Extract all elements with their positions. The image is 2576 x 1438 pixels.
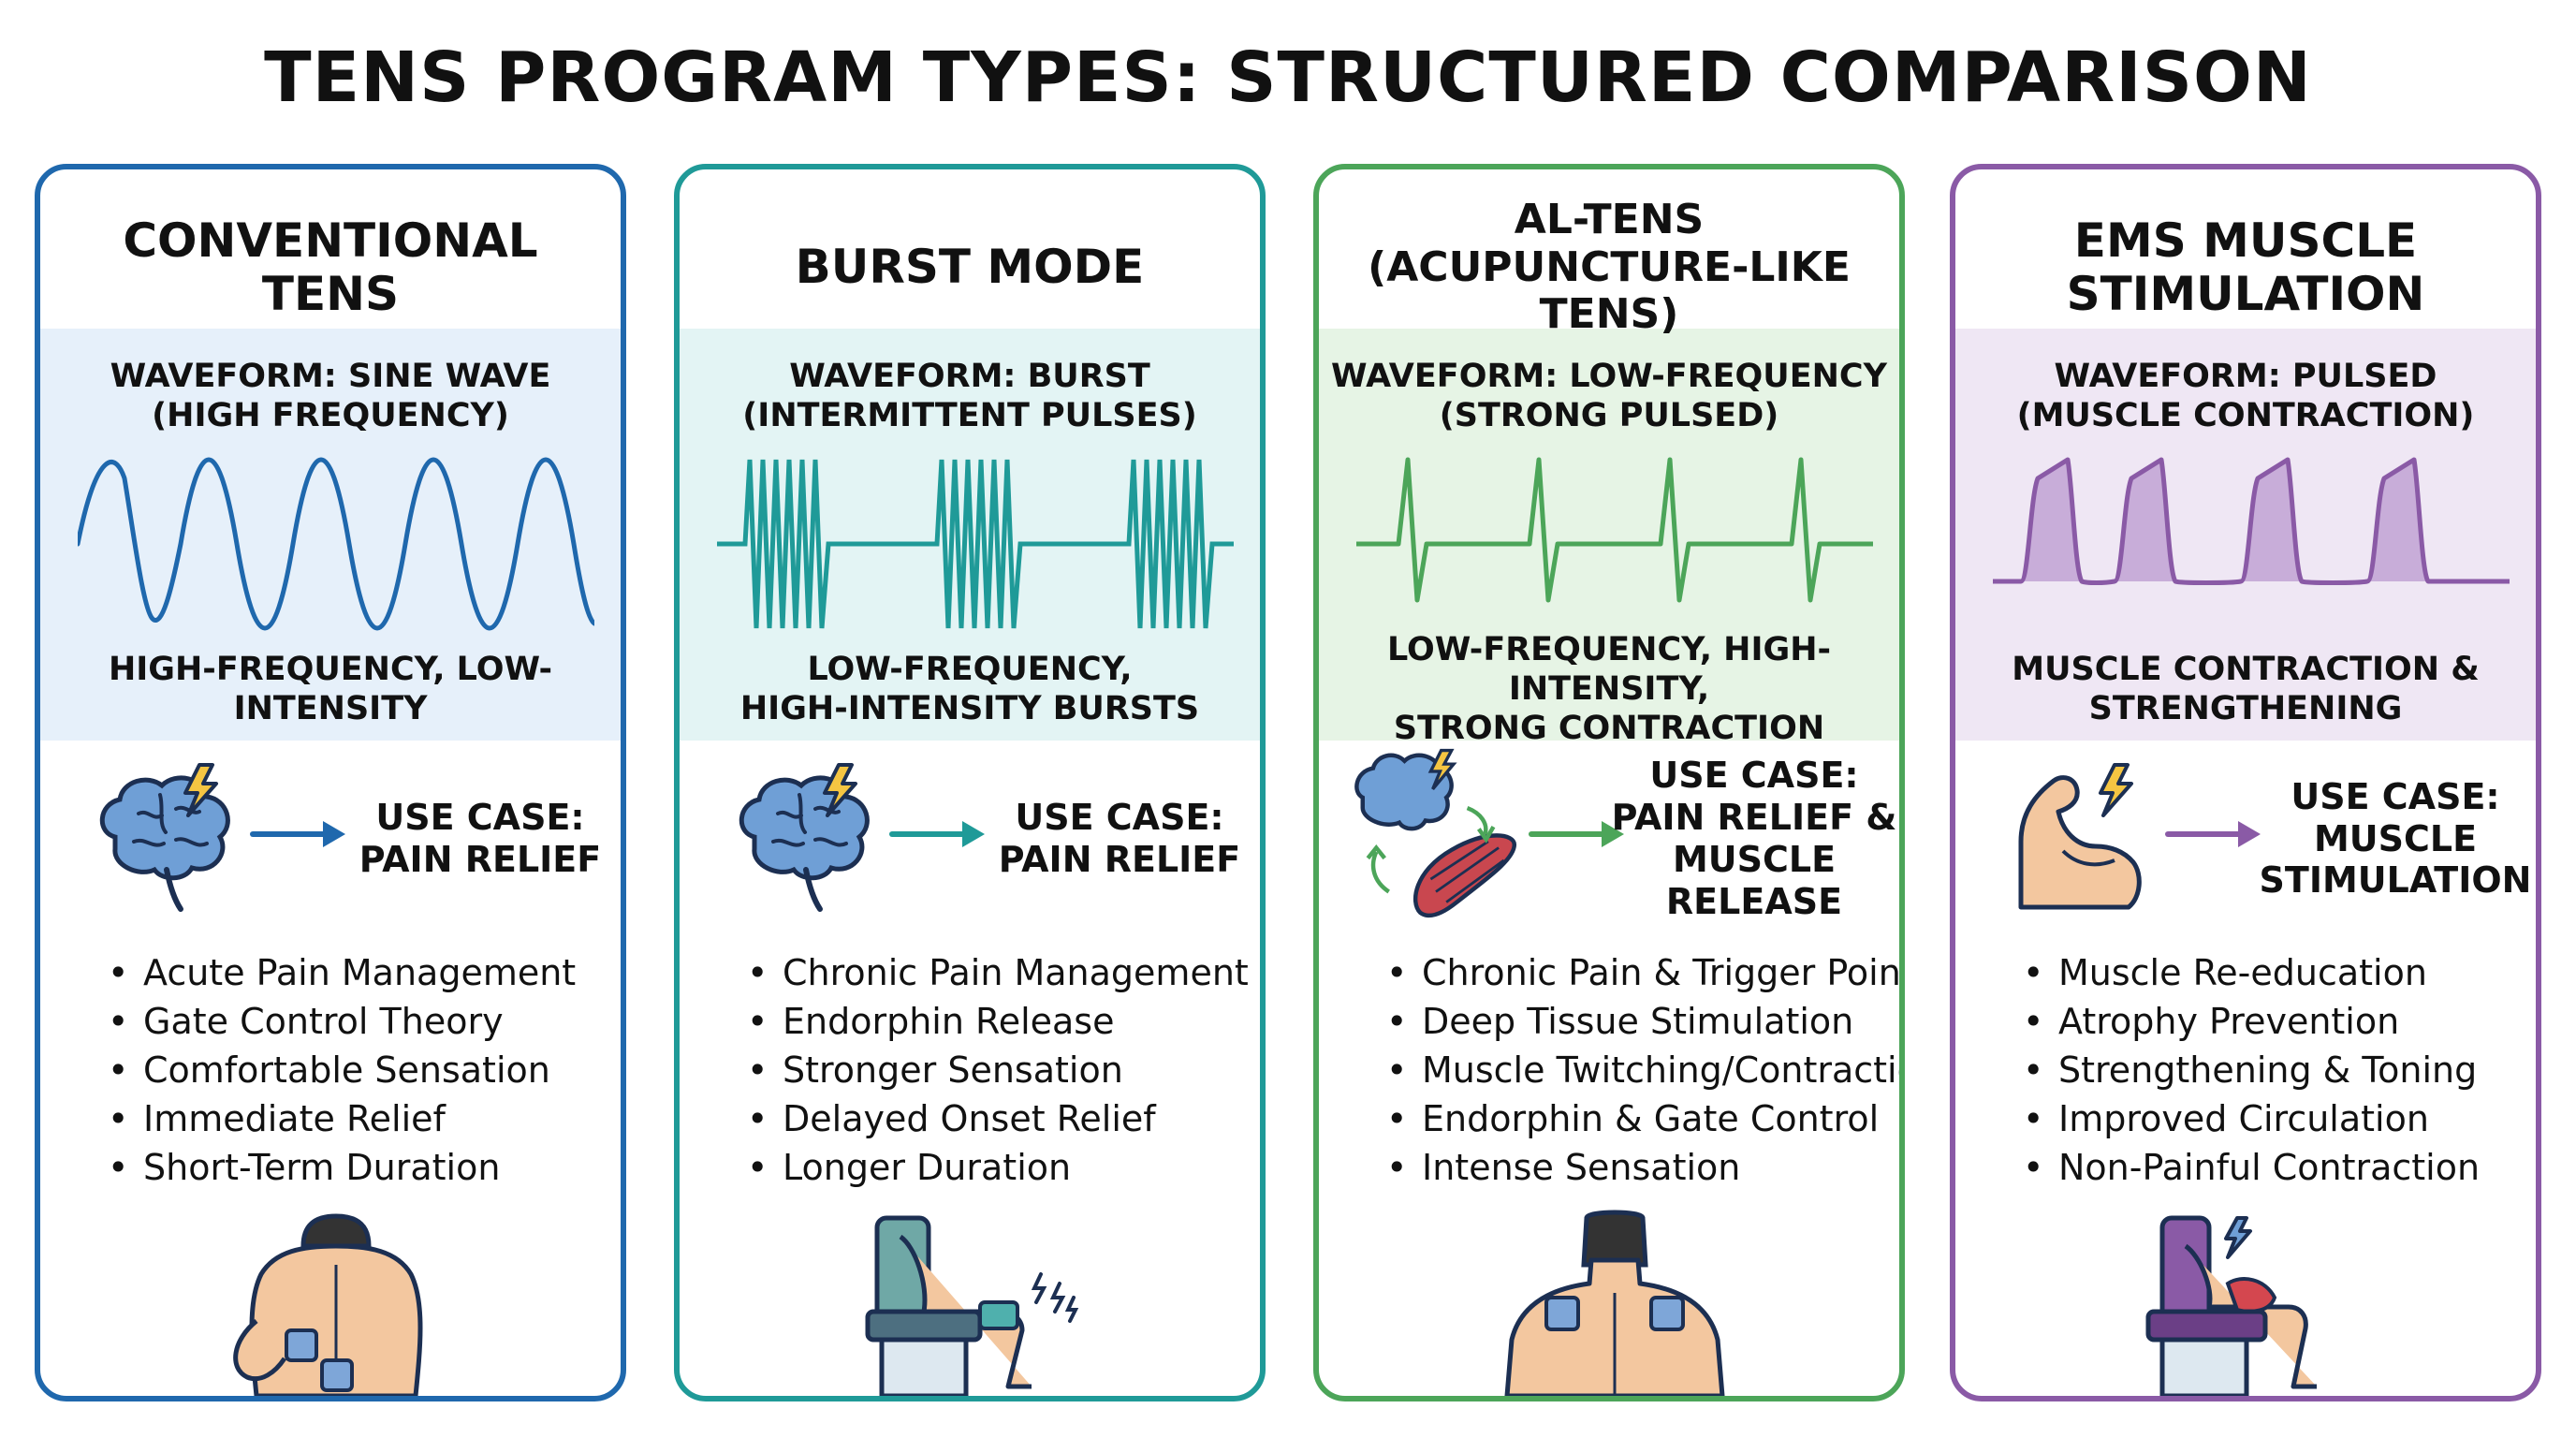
- seated-knee-electrodes-illustration: [865, 1215, 1079, 1396]
- list-item: Delayed Onset Relief: [736, 1094, 1260, 1143]
- benefit-list: Muscle Re-education Atrophy Prevention S…: [2012, 948, 2536, 1192]
- list-item: Endorphin Release: [736, 997, 1260, 1046]
- flexed-bicep-lightning-icon: [2018, 763, 2142, 910]
- use-case-label: USE CASE: PAIN RELIEF: [998, 797, 1241, 880]
- benefit-list: Chronic Pain & Trigger Points Deep Tissu…: [1375, 948, 1899, 1192]
- list-item: Muscle Twitching/Contraction: [1375, 1046, 1899, 1094]
- brain-lightning-icon: [99, 763, 230, 912]
- card-title: AL-TENS (ACUPUNCTURE-LIKE TENS): [1368, 196, 1851, 339]
- burst-waveform-icon: [717, 459, 1234, 629]
- list-item: Deep Tissue Stimulation: [1375, 997, 1899, 1046]
- waveform-label: WAVEFORM: PULSED (MUSCLE CONTRACTION): [2016, 358, 2475, 434]
- use-case-label: USE CASE: PAIN RELIEF: [359, 797, 602, 880]
- waveform-band: [1319, 329, 1899, 741]
- waveform-band: [40, 329, 621, 741]
- waveform-label: WAVEFORM: BURST (INTERMITTENT PULSES): [742, 358, 1197, 434]
- list-item: Muscle Re-education: [2012, 948, 2536, 997]
- card-title: CONVENTIONAL TENS: [123, 213, 538, 321]
- pulsed-waveform-icon: [1993, 457, 2510, 585]
- list-item: Chronic Pain Management: [736, 948, 1260, 997]
- benefit-list: Chronic Pain Management Endorphin Releas…: [736, 948, 1260, 1192]
- characteristic-label: MUSCLE CONTRACTION & STRENGTHENING: [2012, 651, 2480, 727]
- arrow-right-icon: [889, 821, 985, 847]
- list-item: Immediate Relief: [96, 1094, 621, 1143]
- card-conventional-tens: CONVENTIONAL TENS WAVEFORM: SINE WAVE (H…: [35, 164, 626, 1401]
- list-item: Improved Circulation: [2012, 1094, 2536, 1143]
- characteristic-label: LOW-FREQUENCY, HIGH-INTENSITY, STRONG CO…: [1386, 631, 1832, 747]
- shoulder-electrodes-illustration: [1504, 1210, 1725, 1396]
- card-title: EMS MUSCLE STIMULATION: [2066, 213, 2425, 321]
- characteristic-label: HIGH-FREQUENCY, LOW-INTENSITY: [108, 651, 553, 727]
- card-burst-mode: BURST MODE WAVEFORM: BURST (INTERMITTENT…: [674, 164, 1266, 1401]
- use-case-label: USE CASE: MUSCLE STIMULATION: [2259, 775, 2532, 902]
- list-item: Short-Term Duration: [96, 1143, 621, 1192]
- sine-waveform-icon: [78, 457, 594, 631]
- list-item: Acute Pain Management: [96, 948, 621, 997]
- list-item: Longer Duration: [736, 1143, 1260, 1192]
- page-title: TENS PROGRAM TYPES: STRUCTURED COMPARISO…: [264, 37, 2312, 118]
- brain-lightning-icon: [739, 763, 870, 912]
- strong-pulse-waveform-icon: [1356, 457, 1873, 603]
- list-item: Endorphin & Gate Control: [1375, 1094, 1899, 1143]
- list-item: Atrophy Prevention: [2012, 997, 2536, 1046]
- list-item: Chronic Pain & Trigger Points: [1375, 948, 1899, 997]
- list-item: Intense Sensation: [1375, 1143, 1899, 1192]
- card-al-tens: AL-TENS (ACUPUNCTURE-LIKE TENS) WAVEFORM…: [1313, 164, 1905, 1401]
- list-item: Non-Painful Contraction: [2012, 1143, 2536, 1192]
- arrow-right-icon: [2165, 821, 2261, 847]
- benefit-list: Acute Pain Management Gate Control Theor…: [96, 948, 621, 1192]
- seated-thigh-electrodes-illustration: [2145, 1215, 2317, 1396]
- arrow-right-icon: [1529, 821, 1624, 847]
- list-item: Comfortable Sensation: [96, 1046, 621, 1094]
- arrow-right-icon: [250, 821, 345, 847]
- list-item: Strengthening & Toning: [2012, 1046, 2536, 1094]
- waveform-label: WAVEFORM: LOW-FREQUENCY (STRONG PULSED): [1331, 358, 1887, 434]
- use-case-label: USE CASE: PAIN RELIEF & MUSCLE RELEASE: [1611, 755, 1897, 922]
- characteristic-label: LOW-FREQUENCY, HIGH-INTENSITY BURSTS: [739, 651, 1200, 727]
- lower-back-electrodes-illustration: [233, 1213, 423, 1396]
- card-title: BURST MODE: [795, 240, 1145, 295]
- card-ems-muscle-stimulation: EMS MUSCLE STIMULATION WAVEFORM: PULSED …: [1950, 164, 2541, 1401]
- waveform-label: WAVEFORM: SINE WAVE (HIGH FREQUENCY): [110, 358, 551, 434]
- list-item: Stronger Sensation: [736, 1046, 1260, 1094]
- brain-muscle-cycle-icon: [1354, 748, 1517, 918]
- list-item: Gate Control Theory: [96, 997, 621, 1046]
